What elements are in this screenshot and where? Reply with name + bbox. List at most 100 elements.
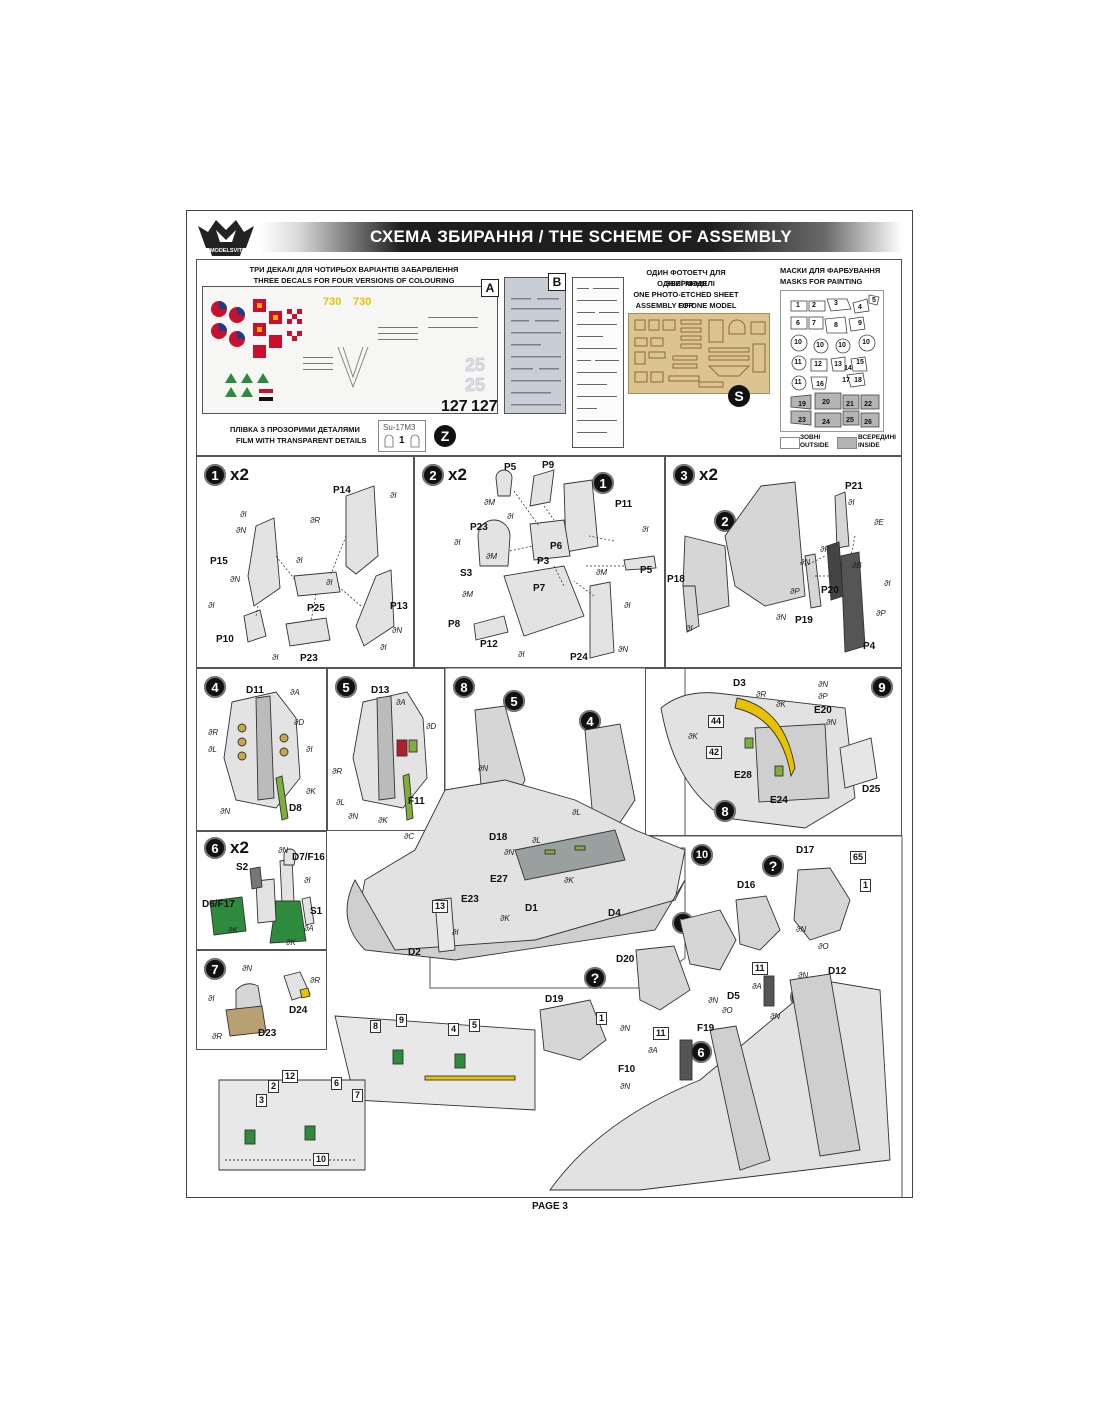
step3-paint-1: ϑI xyxy=(848,498,855,507)
legend-outside-swatch xyxy=(780,437,800,449)
step2-part-p8: P8 xyxy=(448,619,461,630)
step-4-header: 4 xyxy=(204,676,226,698)
step10-part-d20: D20 xyxy=(616,954,635,965)
clear-parts-title-ua: ПЛІВКА З ПРОЗОРИМИ ДЕТАЛЯМИ xyxy=(230,425,360,434)
step8-part-e23: E23 xyxy=(461,894,479,905)
legend-outside-ua: ЗОВНІ xyxy=(800,434,821,441)
step6-part-s2: S2 xyxy=(236,862,249,873)
mask-7: 7 xyxy=(812,319,816,327)
step-5-drawing xyxy=(352,691,428,821)
step10-paint-a2: ϑA xyxy=(648,1046,658,1055)
step10-question-icon-2: ? xyxy=(584,967,606,989)
step10-paint-n1: ϑN xyxy=(796,925,807,934)
step10-part-d12: D12 xyxy=(828,966,847,977)
mask-6: 6 xyxy=(796,319,800,327)
step2-part-p5b: P5 xyxy=(640,565,653,576)
legend-outside-en: OUTSIDE xyxy=(800,442,829,449)
mask-23: 23 xyxy=(798,416,806,424)
step-3-multiplier: x2 xyxy=(699,465,718,484)
step-6-multiplier: x2 xyxy=(230,838,249,857)
step1-part-p14: P14 xyxy=(333,485,351,496)
mask-9: 9 xyxy=(858,319,862,327)
step1-paint-1: ϑI xyxy=(240,510,247,519)
step10-paint-o2: ϑO xyxy=(722,1006,733,1015)
step3-paint-2: ϑE xyxy=(874,518,884,527)
step1-paint-5: ϑI xyxy=(296,556,303,565)
step4-part-d8: D8 xyxy=(289,803,302,814)
step4-paint-n: ϑN xyxy=(220,807,231,816)
mask-26: 26 xyxy=(864,418,872,426)
step10-callout-1b: 1 xyxy=(596,1012,608,1025)
step-6-header: 6 x2 xyxy=(204,837,249,859)
step6-paint-k2: ϑK xyxy=(286,938,296,947)
mask-25: 25 xyxy=(846,416,854,424)
step10-callout-65: 65 xyxy=(850,851,867,864)
step3-ref-2: 2 xyxy=(714,510,736,532)
step10-part-f19: F19 xyxy=(697,1023,715,1034)
pe-sheet-label: S xyxy=(728,385,750,407)
decal-number-25: 25 xyxy=(465,355,485,375)
step1-part-p10: P10 xyxy=(216,634,234,645)
step2-paint-2: ϑI xyxy=(507,512,514,521)
step1-paint-10: ϑI xyxy=(272,653,279,662)
step-4-drawing xyxy=(223,691,301,821)
cockpit-detail-view xyxy=(218,1015,536,1171)
step5-part-f11: F11 xyxy=(408,796,425,807)
step9-paint-r: ϑR xyxy=(756,690,767,699)
step-6-number: 6 xyxy=(204,837,226,859)
detail-callout-6: 6 xyxy=(331,1077,343,1090)
step4-paint-d: ϑD xyxy=(294,718,305,727)
step-10-header: 10 xyxy=(691,844,713,866)
step1-part-p13: P13 xyxy=(390,601,408,612)
pe-parts-artwork xyxy=(634,319,766,388)
detail-callout-10: 10 xyxy=(313,1153,330,1166)
page-header: MODELSVIT СХЕМА ЗБИРАННЯ / THE SCHEME OF… xyxy=(196,218,902,256)
mask-11b: 11 xyxy=(794,378,802,386)
mask-19: 19 xyxy=(798,400,806,408)
step-1-multiplier: x2 xyxy=(230,465,249,484)
step-9-number: 9 xyxy=(871,676,893,698)
mask-shapes xyxy=(790,294,880,428)
step-2-number: 2 xyxy=(422,464,444,486)
step5-paint-k: ϑK xyxy=(378,816,388,825)
step7-part-d23: D23 xyxy=(258,1028,277,1039)
step2-paint-7: ϑM xyxy=(462,590,474,599)
step-1-header: 1 x2 xyxy=(204,464,249,486)
step-8-header: 8 xyxy=(453,676,475,698)
detail-callout-3: 3 xyxy=(256,1094,268,1107)
step2-part-p6: P6 xyxy=(550,541,563,552)
step4-paint-l: ϑL xyxy=(208,745,217,754)
step10-ref-6b: 6 xyxy=(690,1041,712,1063)
step10-part-d19: D19 xyxy=(545,994,564,1005)
step6-part-d6f17: D6/F17 xyxy=(202,899,235,910)
mask-8: 8 xyxy=(834,321,838,329)
step2-paint-5: ϑI xyxy=(454,538,461,547)
step6-part-s1: S1 xyxy=(310,906,323,917)
detail-callout-5: 5 xyxy=(469,1019,481,1032)
step-10-panel-outline xyxy=(682,835,903,1198)
step10-paint-n3: ϑN xyxy=(620,1024,631,1033)
mask-10c: 10 xyxy=(838,341,846,349)
clear-parts-title-en: FILM WITH TRANSPARENT DETAILS xyxy=(236,436,367,445)
step3-paint-5: ϑB xyxy=(852,561,862,570)
step9-paint-n2: ϑN xyxy=(826,718,837,727)
step2-paint-6: ϑM xyxy=(596,568,608,577)
step2-part-p12: P12 xyxy=(480,639,498,650)
step2-part-p23: P23 xyxy=(470,522,488,533)
step8-part-d1: D1 xyxy=(525,903,538,914)
logo-emblem-icon: MODELSVIT xyxy=(198,220,254,256)
step8-callout-13: 13 xyxy=(432,900,449,913)
step-1-number: 1 xyxy=(204,464,226,486)
title-banner: СХЕМА ЗБИРАННЯ / THE SCHEME OF ASSEMBLY xyxy=(260,222,902,252)
step9-paint-n1: ϑN xyxy=(818,680,829,689)
step-3-drawing xyxy=(682,481,866,653)
step6-paint-k1: ϑK xyxy=(228,926,238,935)
step10-paint-n6: ϑN xyxy=(620,1082,631,1091)
step2-part-p11: P11 xyxy=(615,499,633,510)
mask-20: 20 xyxy=(822,398,830,406)
step-1-drawing xyxy=(243,485,395,647)
step-7-drawing xyxy=(225,971,311,1037)
page-title: СХЕМА ЗБИРАННЯ / THE SCHEME OF ASSEMBLY xyxy=(369,227,793,246)
step-2-header: 2 x2 xyxy=(422,464,467,486)
mask-22: 22 xyxy=(864,400,872,408)
